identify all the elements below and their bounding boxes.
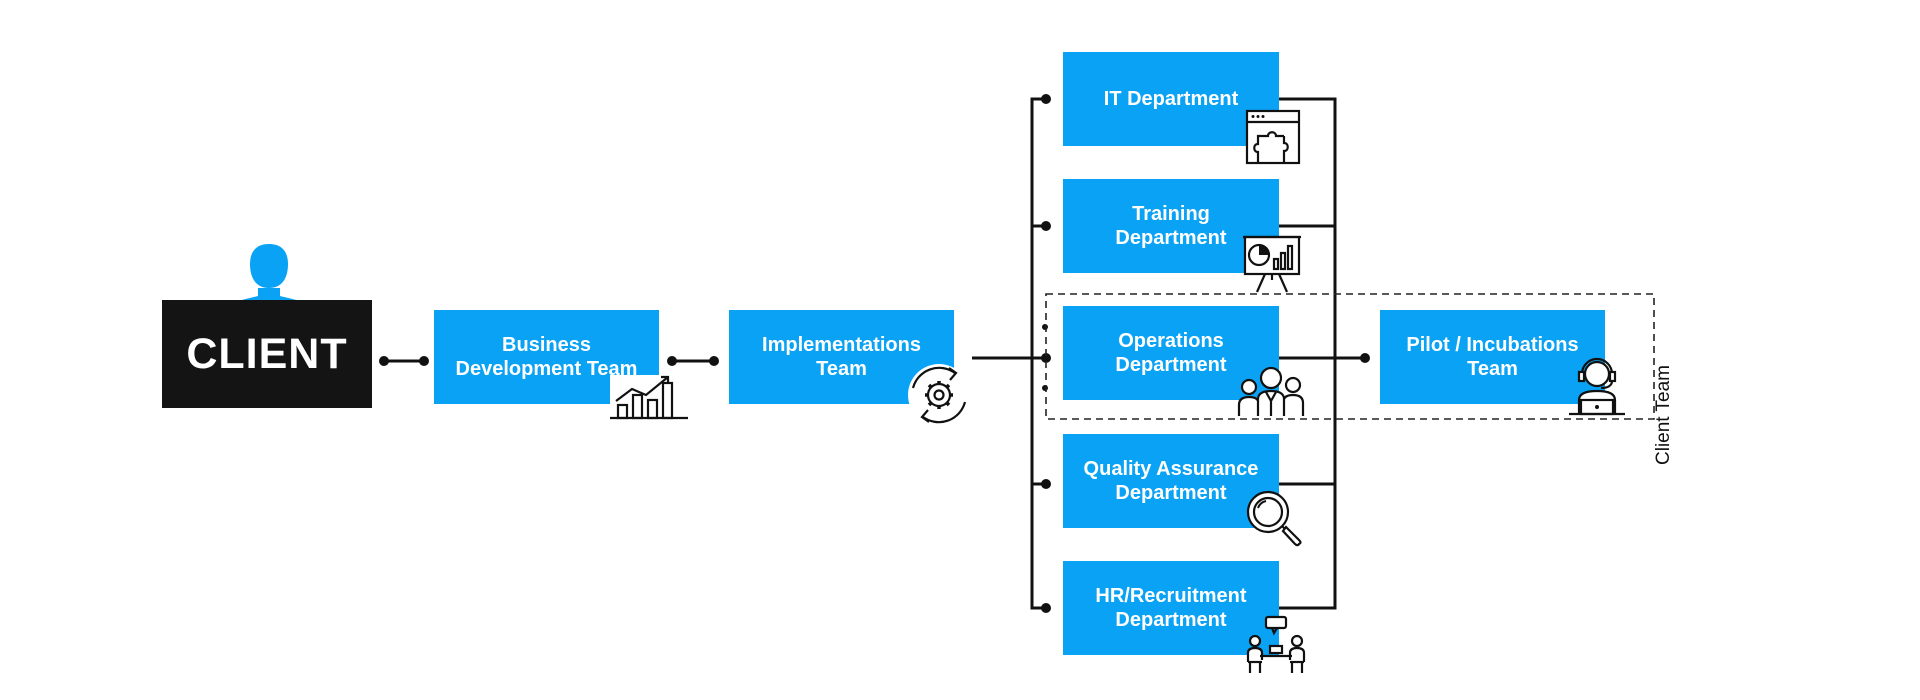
browser-puzzle-icon <box>1245 109 1301 165</box>
presentation-board-icon <box>1243 235 1301 293</box>
pilot-incubations-box: Pilot / Incubations Team <box>1380 310 1605 404</box>
business-development-box: Business Development Team <box>434 310 659 404</box>
gear-cycle-icon <box>908 364 970 426</box>
hr-recruitment-label: HR/Recruitment Department <box>1095 585 1247 631</box>
training-department-box: Training Department <box>1063 179 1279 273</box>
client-label: CLIENT <box>186 329 348 378</box>
it-department-box: IT Department <box>1063 52 1279 146</box>
hr-recruitment-box: HR/Recruitment Department <box>1063 561 1279 655</box>
team-group-icon <box>1237 366 1305 416</box>
training-department-label: Training Department <box>1115 203 1227 249</box>
support-agent-icon <box>1569 357 1625 416</box>
client-team-label: Client Team <box>1653 365 1674 465</box>
business-development-label: Business Development Team <box>455 334 638 380</box>
implementations-label: Implementations Team <box>762 334 921 380</box>
client-box: CLIENT <box>162 300 372 408</box>
quality-assurance-label: Quality Assurance Department <box>1083 458 1259 504</box>
bar-chart-growth-icon <box>610 375 688 420</box>
it-department-label: IT Department <box>1103 88 1239 110</box>
interview-icon <box>1246 615 1306 673</box>
quality-assurance-box: Quality Assurance Department <box>1063 434 1279 528</box>
pilot-incubations-label: Pilot / Incubations Team <box>1406 334 1579 380</box>
magnifier-icon <box>1246 490 1302 547</box>
operations-department-label: Operations Department <box>1115 330 1227 376</box>
